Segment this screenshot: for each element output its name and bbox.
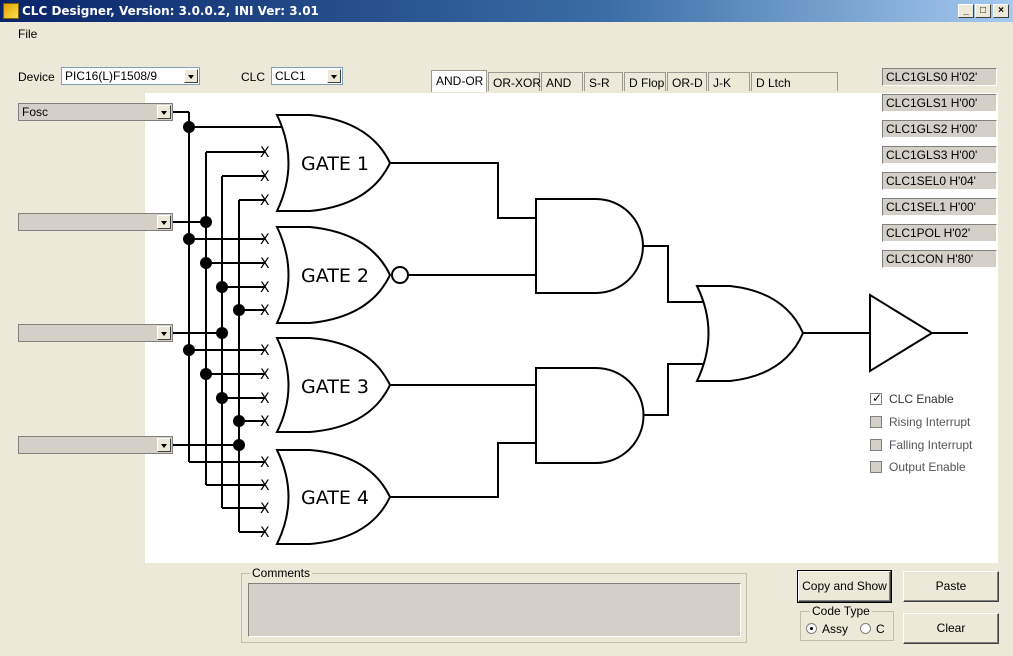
and-gate-lower bbox=[535, 367, 645, 464]
minimize-button[interactable]: _ bbox=[958, 4, 974, 18]
tab-and-or[interactable]: AND-OR bbox=[431, 70, 487, 92]
svg-text:X: X bbox=[260, 193, 270, 209]
svg-text:X: X bbox=[260, 455, 270, 471]
input-1-select[interactable]: Fosc bbox=[18, 103, 173, 121]
svg-text:X: X bbox=[260, 145, 270, 161]
svg-text:X: X bbox=[260, 256, 270, 272]
clc-label: CLC bbox=[241, 70, 266, 84]
input-2-select[interactable] bbox=[18, 213, 173, 231]
window-title: CLC Designer, Version: 3.0.0.2, INI Ver:… bbox=[22, 4, 319, 18]
tab-j-k[interactable]: J-K bbox=[708, 72, 750, 91]
device-label: Device bbox=[18, 70, 55, 84]
checkbox-icon[interactable] bbox=[870, 391, 882, 405]
output-buffer bbox=[869, 293, 934, 373]
register-clc1con: CLC1CON H'80' bbox=[882, 250, 997, 268]
gate-4-symbol bbox=[275, 449, 392, 545]
register-clc1sel0: CLC1SEL0 H'04' bbox=[882, 172, 997, 190]
paste-button[interactable]: Paste bbox=[903, 571, 999, 602]
clear-button[interactable]: Clear bbox=[903, 613, 999, 644]
svg-text:X: X bbox=[260, 303, 270, 319]
device-select-value: PIC16(L)F1508/9 bbox=[65, 69, 158, 83]
clc-select-value: CLC1 bbox=[275, 69, 306, 83]
radio-icon[interactable] bbox=[860, 623, 871, 634]
tab-d-ltch[interactable]: D Ltch bbox=[751, 72, 838, 91]
app-icon bbox=[3, 3, 19, 19]
svg-text:X: X bbox=[260, 414, 270, 430]
input-3-select[interactable] bbox=[18, 324, 173, 342]
tab-d-flop[interactable]: D Flop bbox=[624, 72, 666, 91]
checkbox-icon[interactable] bbox=[870, 461, 882, 473]
gate-3-label: GATE 3 bbox=[301, 376, 369, 398]
register-clc1gls0: CLC1GLS0 H'02' bbox=[882, 68, 997, 86]
comments-label: Comments bbox=[250, 566, 313, 580]
inverter-bubble bbox=[391, 266, 409, 284]
tab-or-xor[interactable]: OR-XOR bbox=[488, 72, 541, 91]
svg-text:X: X bbox=[260, 367, 270, 383]
close-button[interactable]: × bbox=[993, 4, 1009, 18]
svg-text:X: X bbox=[260, 501, 270, 517]
svg-text:X: X bbox=[260, 280, 270, 296]
svg-text:X: X bbox=[260, 232, 270, 248]
junction-dots bbox=[183, 121, 245, 451]
comments-textarea[interactable] bbox=[248, 583, 741, 637]
gate-2-label: GATE 2 bbox=[301, 265, 369, 287]
input-1-value: Fosc bbox=[22, 105, 49, 119]
maximize-button[interactable]: □ bbox=[975, 4, 991, 18]
checkbox-icon[interactable] bbox=[870, 416, 882, 428]
svg-text:X: X bbox=[260, 391, 270, 407]
register-clc1sel1: CLC1SEL1 H'00' bbox=[882, 198, 997, 216]
chevron-down-icon[interactable] bbox=[157, 105, 171, 119]
checkbox-icon[interactable] bbox=[870, 439, 882, 451]
chevron-down-icon[interactable] bbox=[157, 438, 171, 452]
output-or-gate bbox=[695, 285, 805, 382]
tab-and[interactable]: AND bbox=[541, 72, 583, 91]
and-gate-upper bbox=[535, 198, 644, 294]
gate-3-symbol bbox=[275, 337, 392, 433]
title-bar: CLC Designer, Version: 3.0.0.2, INI Ver:… bbox=[0, 0, 1013, 22]
radio-icon[interactable] bbox=[806, 623, 817, 634]
input-4-select[interactable] bbox=[18, 436, 173, 454]
register-clc1pol: CLC1POL H'02' bbox=[882, 224, 997, 242]
device-select[interactable]: PIC16(L)F1508/9 bbox=[61, 67, 200, 85]
chevron-down-icon[interactable] bbox=[184, 69, 198, 83]
menu-file[interactable]: File bbox=[18, 27, 38, 41]
chevron-down-icon[interactable] bbox=[157, 326, 171, 340]
gate-2-symbol bbox=[275, 226, 392, 324]
clc-select[interactable]: CLC1 bbox=[271, 67, 343, 85]
copy-and-show-button[interactable]: Copy and Show bbox=[797, 570, 892, 603]
svg-text:X: X bbox=[260, 525, 270, 541]
register-clc1gls1: CLC1GLS1 H'00' bbox=[882, 94, 997, 112]
svg-text:X: X bbox=[260, 169, 270, 185]
tab-or-d[interactable]: OR-D bbox=[667, 72, 707, 91]
svg-text:X: X bbox=[260, 343, 270, 359]
register-clc1gls2: CLC1GLS2 H'00' bbox=[882, 120, 997, 138]
menu-bar: File bbox=[0, 22, 1013, 44]
tab-s-r[interactable]: S-R bbox=[584, 72, 623, 91]
gate-4-label: GATE 4 bbox=[301, 487, 369, 509]
gate-1-symbol bbox=[275, 114, 392, 212]
code-type-label: Code Type bbox=[810, 604, 872, 618]
register-clc1gls3: CLC1GLS3 H'00' bbox=[882, 146, 997, 164]
svg-text:X: X bbox=[260, 478, 270, 494]
gate-1-label: GATE 1 bbox=[301, 153, 369, 175]
comments-group bbox=[241, 573, 747, 643]
chevron-down-icon[interactable] bbox=[327, 69, 341, 83]
chevron-down-icon[interactable] bbox=[157, 215, 171, 229]
